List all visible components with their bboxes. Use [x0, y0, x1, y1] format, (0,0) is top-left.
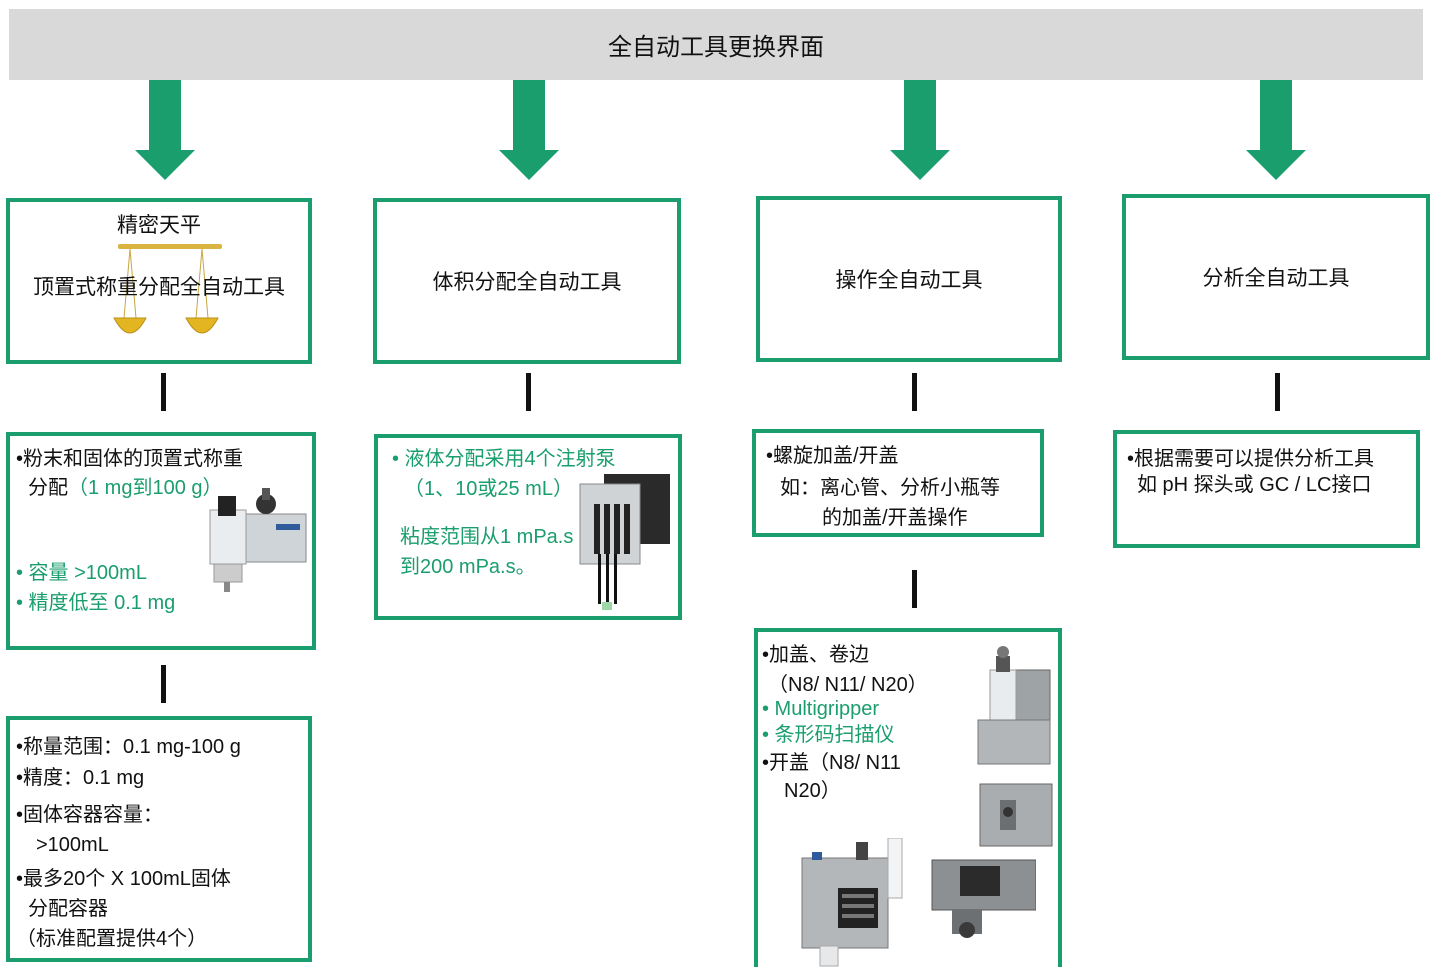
volumetric-tool-title: 体积分配全自动工具: [432, 271, 622, 294]
connector-line: [1275, 373, 1280, 411]
analysis-tool-box: 分析全自动工具: [1122, 194, 1430, 360]
powder-line-1: •粉末和固体的顶置式称重: [16, 448, 244, 470]
handling-tool-title: 操作全自动工具: [835, 269, 983, 292]
capping-box: •螺旋加盖/开盖 如：离心管、分析小瓶等 的加盖/开盖操作: [752, 429, 1044, 537]
analysis-options-box: •根据需要可以提供分析工具 如 pH 探头或 GC / LC接口: [1113, 430, 1420, 548]
specs-box: •称量范围：0.1 mg-100 g •精度：0.1 mg •固体容器容量： >…: [6, 716, 312, 962]
barcode-scanner-text: • 条形码扫描仪: [762, 724, 895, 746]
connector-line: [161, 373, 166, 411]
spec-container-capacity: •固体容器容量：: [16, 804, 164, 826]
arrow-down-icon: [499, 80, 559, 180]
decap-line-1: •开盖（N8/ N11: [762, 752, 901, 774]
spec-containers-label: 分配容器: [28, 898, 108, 920]
capping-line-1: •螺旋加盖/开盖: [766, 445, 899, 467]
liquid-dispense-box: • 液体分配采用4个注射泵 （1、10或25 mL） 粘度范围从1 mPa.s …: [374, 434, 682, 620]
crimp-line-1: •加盖、卷边: [762, 644, 870, 666]
decap-line-2: N20）: [784, 780, 841, 802]
connector-line: [912, 570, 917, 608]
crimp-box: •加盖、卷边 （N8/ N11/ N20） • Multigripper • 条…: [754, 628, 1062, 967]
capacity-text: • 容量 >100mL: [16, 562, 147, 584]
analysis-tool-title: 分析全自动工具: [1202, 267, 1350, 290]
powder-line-2: 分配: [28, 477, 68, 499]
balance-tool-title: 顶置式称重分配全自动工具: [33, 276, 285, 299]
capping-line-2: 如：离心管、分析小瓶等: [780, 477, 1000, 499]
balance-scale-icon: [113, 244, 222, 334]
arrow-down-icon: [1246, 80, 1306, 180]
spec-precision: •精度：0.1 mg: [16, 767, 145, 789]
accuracy-text: • 精度低至 0.1 mg: [16, 592, 176, 614]
spec-container-value: >100mL: [36, 834, 109, 856]
spec-max-containers: •最多20个 X 100mL固体: [16, 868, 231, 890]
connector-line: [912, 373, 917, 411]
crimp-sizes: （N8/ N11/ N20）: [768, 674, 928, 696]
liquid-volumes: （1、10或25 mL）: [404, 478, 573, 500]
balance-tool-box: 精密天平 顶置式称重分配全自动工具: [6, 198, 312, 364]
multigripper-image: [979, 783, 1053, 847]
connector-line: [161, 665, 166, 703]
viscosity-line-2: 到200 mPa.s。: [400, 556, 536, 578]
arrow-down-icon: [135, 80, 195, 180]
analysis-line-2: 如 pH 探头或 GC / LC接口: [1137, 474, 1372, 496]
banner-title: 全自动工具更换界面: [608, 34, 824, 61]
viscosity-line-1: 粘度范围从1 mPa.s: [400, 526, 574, 548]
volumetric-tool-box: 体积分配全自动工具: [373, 198, 681, 364]
dispense-head-image: [209, 488, 307, 592]
powder-range: （1 mg到100 g）: [68, 477, 223, 499]
liquid-line-1: • 液体分配采用4个注射泵: [392, 448, 616, 470]
capping-line-3: 的加盖/开盖操作: [822, 507, 968, 529]
crimper-image: [977, 646, 1051, 765]
multigripper-text: • Multigripper: [762, 698, 880, 720]
handling-tool-box: 操作全自动工具: [756, 196, 1062, 362]
spec-standard-config: （标准配置提供4个）: [16, 928, 208, 950]
spec-weigh-range: •称量范围：0.1 mg-100 g: [16, 736, 241, 758]
banner: 全自动工具更换界面: [9, 9, 1423, 80]
balance-title: 精密天平: [117, 214, 201, 237]
barcode-scanner-image: [931, 859, 1036, 938]
connector-line: [526, 373, 531, 411]
syringe-pump-image: [579, 474, 670, 610]
powder-dispense-box: •粉末和固体的顶置式称重 分配（1 mg到100 g） • 容量 >100mL …: [6, 432, 316, 650]
analysis-line-1: •根据需要可以提供分析工具: [1127, 448, 1375, 470]
arrow-down-icon: [890, 80, 950, 180]
decapper-image: [801, 838, 903, 967]
